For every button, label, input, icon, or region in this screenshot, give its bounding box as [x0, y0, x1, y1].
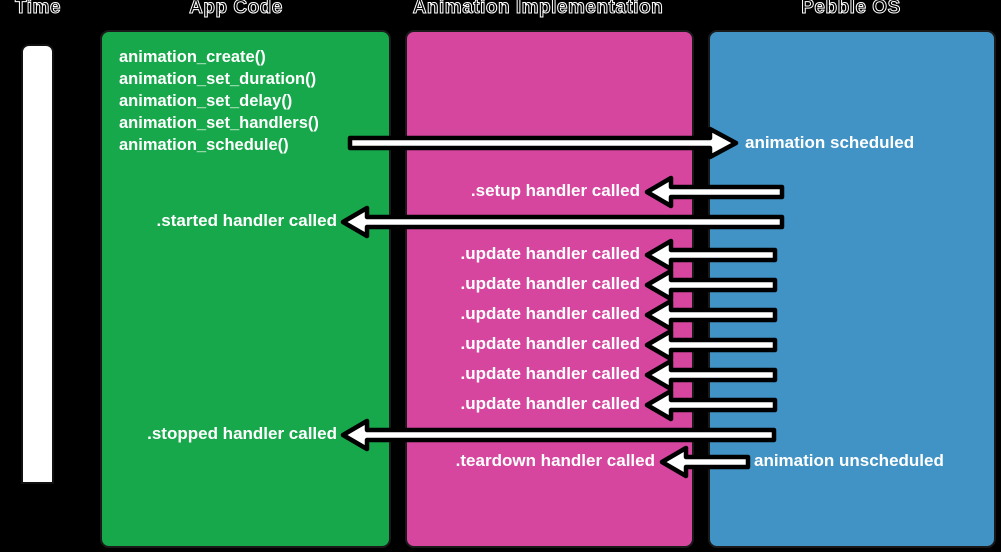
- code-line: animation_set_handlers(): [119, 114, 319, 132]
- column-header-app-code: App Code: [189, 0, 283, 19]
- lane-app-code: [100, 30, 391, 548]
- label-update-handler-6: .update handler called: [460, 394, 641, 413]
- arrow-setup-handler: [643, 175, 788, 209]
- label-stopped-handler: .stopped handler called: [147, 424, 337, 443]
- code-line: animation_set_delay(): [119, 92, 293, 110]
- arrow-update-handler-4: [643, 328, 781, 362]
- label-update-handler-1: .update handler called: [460, 244, 641, 263]
- label-update-handler-4: .update handler called: [460, 334, 641, 353]
- arrow-teardown-handler: [658, 445, 754, 479]
- label-setup-handler: .setup handler called: [470, 181, 640, 200]
- code-line: animation_schedule(): [119, 136, 289, 154]
- code-line: animation_create(): [119, 48, 266, 66]
- label-update-handler-5: .update handler called: [460, 364, 641, 383]
- arrow-started-handler: [339, 205, 787, 239]
- label-animation-unscheduled: animation unscheduled: [754, 451, 944, 470]
- code-line: animation_set_duration(): [119, 70, 317, 88]
- label-started-handler: .started handler called: [156, 211, 337, 230]
- arrow-stopped-handler: [339, 418, 779, 452]
- label-teardown-handler: .teardown handler called: [455, 451, 655, 470]
- arrow-update-handler-6: [643, 388, 781, 422]
- label-update-handler-3: .update handler called: [460, 304, 641, 323]
- app-code-call-list: animation_create() animation_set_duratio…: [0, 0, 319, 154]
- arrow-animation-scheduled: [344, 125, 744, 161]
- arrow-update-handler-5: [643, 358, 781, 392]
- arrow-update-handler-1: [643, 238, 781, 272]
- column-header-animation-implementation: Animation Implementation: [412, 0, 664, 19]
- label-animation-scheduled: animation scheduled: [745, 133, 915, 152]
- time-arrow-shaft: [21, 44, 54, 484]
- column-header-time: Time: [14, 0, 61, 19]
- arrow-update-handler-2: [643, 268, 781, 302]
- arrow-update-handler-3: [643, 298, 781, 332]
- label-update-handler-2: .update handler called: [460, 274, 641, 293]
- column-header-pebble-os: Pebble OS: [801, 0, 901, 19]
